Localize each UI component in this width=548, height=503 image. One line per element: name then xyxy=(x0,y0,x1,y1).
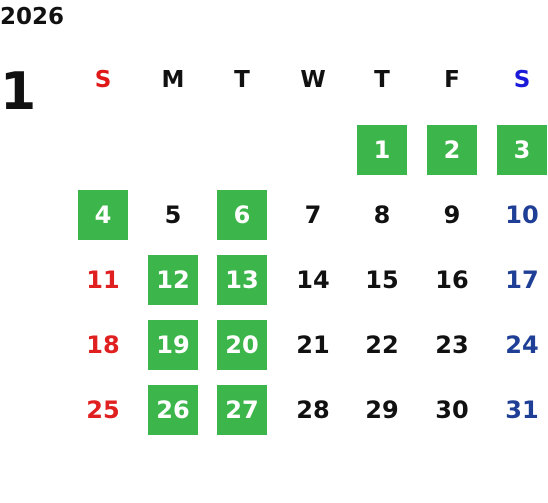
weekday-thu: T xyxy=(374,67,390,93)
day-cell-17[interactable]: 17 xyxy=(505,266,539,294)
day-cell-11[interactable]: 11 xyxy=(86,266,120,294)
day-cell-13[interactable]: 13 xyxy=(217,255,267,305)
day-cell-4[interactable]: 4 xyxy=(78,190,128,240)
day-cell-28[interactable]: 28 xyxy=(296,396,330,424)
day-cell-1[interactable]: 1 xyxy=(357,125,407,175)
day-cell-30[interactable]: 30 xyxy=(435,396,469,424)
weekday-tue: T xyxy=(234,67,250,93)
day-cell-19[interactable]: 19 xyxy=(148,320,198,370)
day-cell-3[interactable]: 3 xyxy=(497,125,547,175)
day-cell-2[interactable]: 2 xyxy=(427,125,477,175)
day-cell-24[interactable]: 24 xyxy=(505,331,539,359)
day-cell-14[interactable]: 14 xyxy=(296,266,330,294)
day-cell-18[interactable]: 18 xyxy=(86,331,120,359)
month-label: 1 xyxy=(0,62,37,122)
day-cell-25[interactable]: 25 xyxy=(86,396,120,424)
weekday-sat: S xyxy=(513,67,531,93)
weekday-mon: M xyxy=(161,67,185,93)
day-cell-5[interactable]: 5 xyxy=(164,201,182,229)
day-cell-6[interactable]: 6 xyxy=(217,190,267,240)
day-cell-31[interactable]: 31 xyxy=(505,396,539,424)
day-cell-20[interactable]: 20 xyxy=(217,320,267,370)
weekday-sun: S xyxy=(94,67,112,93)
day-cell-27[interactable]: 27 xyxy=(217,385,267,435)
day-cell-7[interactable]: 7 xyxy=(304,201,322,229)
day-cell-10[interactable]: 10 xyxy=(505,201,539,229)
weekday-fri: F xyxy=(444,67,460,93)
day-cell-15[interactable]: 15 xyxy=(365,266,399,294)
day-cell-21[interactable]: 21 xyxy=(296,331,330,359)
day-cell-9[interactable]: 9 xyxy=(443,201,461,229)
day-cell-16[interactable]: 16 xyxy=(435,266,469,294)
day-cell-29[interactable]: 29 xyxy=(365,396,399,424)
day-cell-12[interactable]: 12 xyxy=(148,255,198,305)
day-cell-26[interactable]: 26 xyxy=(148,385,198,435)
weekday-wed: W xyxy=(300,67,326,93)
year-label: 2026 xyxy=(0,4,65,30)
day-cell-8[interactable]: 8 xyxy=(373,201,391,229)
day-cell-22[interactable]: 22 xyxy=(365,331,399,359)
day-cell-23[interactable]: 23 xyxy=(435,331,469,359)
